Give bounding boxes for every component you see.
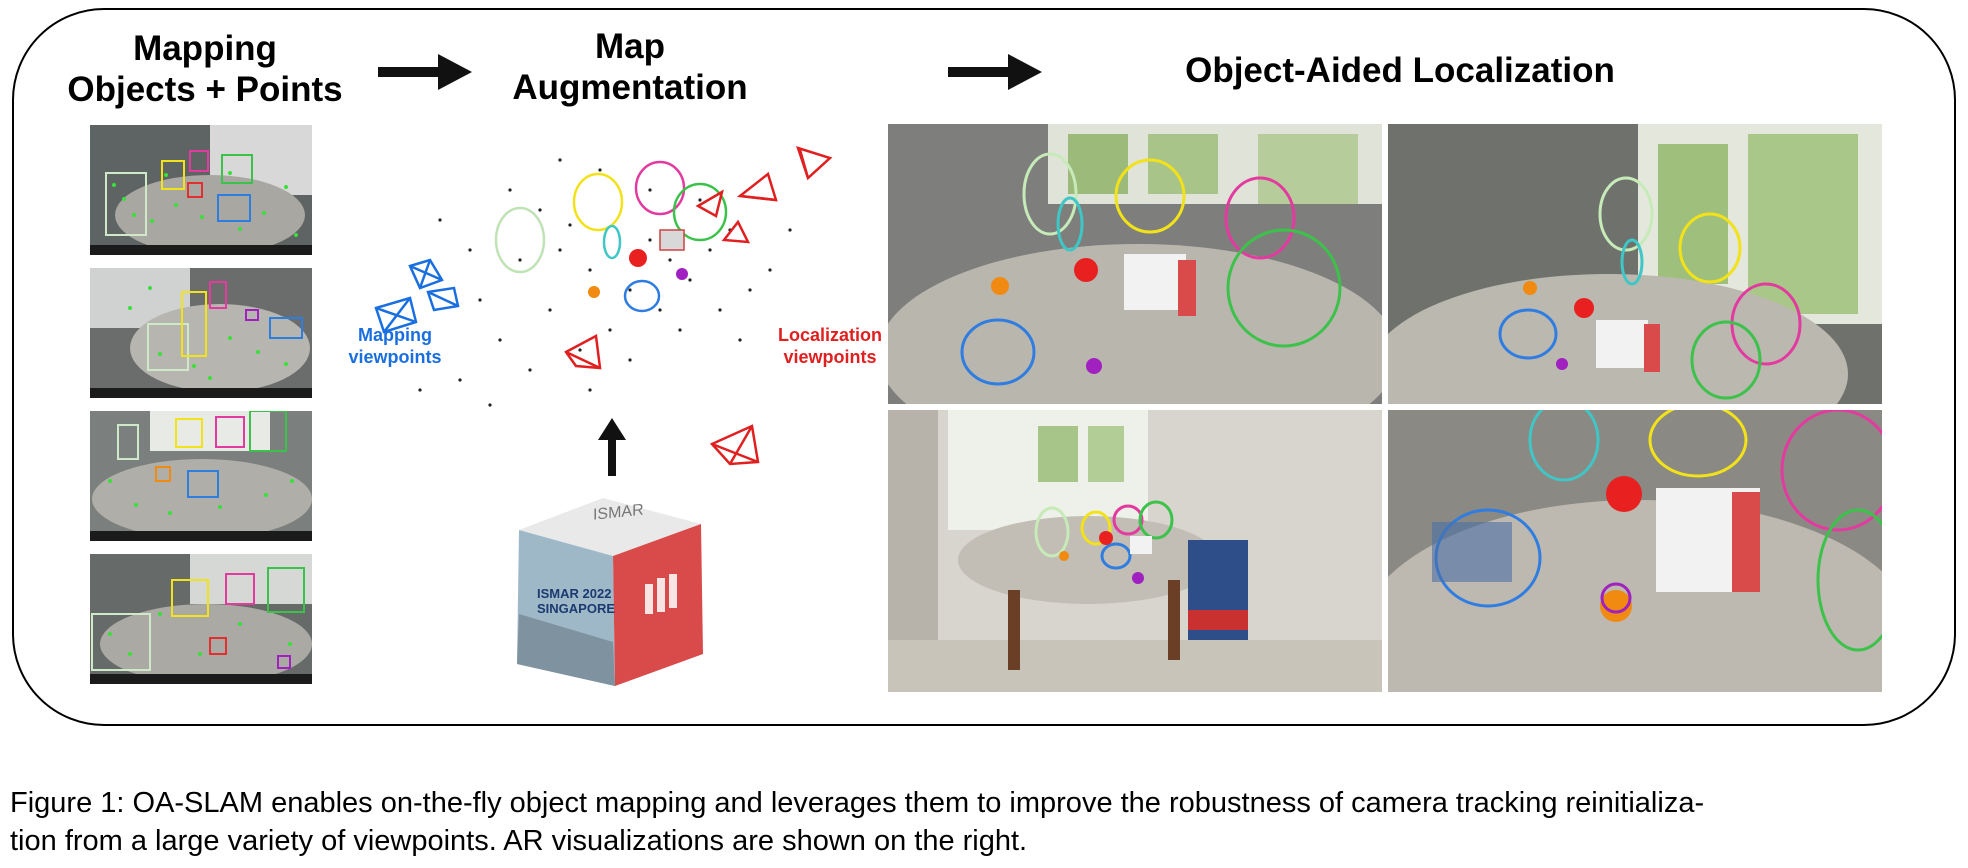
arrow-right-1 bbox=[378, 54, 472, 90]
ar-photo-top-left bbox=[888, 124, 1382, 404]
label-localization-viewpoints: Localization viewpoints bbox=[777, 325, 882, 367]
mapping-viewpoint-cameras bbox=[374, 258, 460, 334]
mapping-frame-3 bbox=[90, 411, 312, 541]
arrow-up bbox=[598, 418, 626, 476]
arrow-right-2 bbox=[948, 54, 1042, 90]
mapping-frame-2 bbox=[90, 268, 312, 398]
heading-map-augmentation: Map Augmentation bbox=[512, 27, 748, 107]
caption-line-1: Figure 1: OA-SLAM enables on-the-fly obj… bbox=[10, 787, 1705, 819]
heading-object-aided-localization: Object-Aided Localization bbox=[1185, 51, 1615, 90]
mapping-frame-1 bbox=[90, 125, 312, 255]
map-points bbox=[418, 158, 792, 407]
mapping-frame-4 bbox=[90, 554, 312, 684]
cube-logo-text: ISMAR bbox=[593, 501, 644, 524]
caption-line-2: tion from a large variety of viewpoints.… bbox=[10, 825, 1028, 857]
map-augmentation-scene bbox=[374, 146, 833, 407]
ar-photo-bottom-right bbox=[1388, 410, 1882, 692]
localization-camera-lower bbox=[709, 424, 760, 466]
localization-viewpoint-cameras bbox=[564, 146, 833, 370]
cube-banner-line-2: SINGAPORE bbox=[537, 601, 615, 616]
ar-photo-bottom-left bbox=[888, 410, 1382, 692]
heading-mapping: Mapping Objects + Points bbox=[67, 29, 343, 109]
ar-photo-top-right bbox=[1388, 124, 1882, 404]
svg-text:ISMAR 2022 SINGAPORE: ISMAR 2022 SINGAPORE bbox=[537, 586, 615, 616]
ismar-cube: ISMAR ISMAR 2022 SINGAPORE bbox=[517, 498, 703, 686]
figure-caption: Figure 1: OA-SLAM enables on-the-fly obj… bbox=[10, 784, 1960, 860]
cube-banner-line-1: ISMAR 2022 bbox=[537, 586, 611, 601]
figure-frame bbox=[12, 8, 1956, 726]
label-mapping-viewpoints: Mapping viewpoints bbox=[348, 325, 442, 367]
